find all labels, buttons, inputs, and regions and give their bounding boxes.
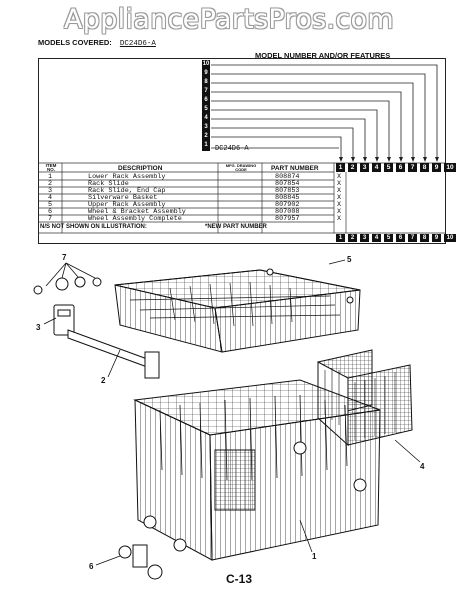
- callout-6: 6: [89, 562, 94, 571]
- column-number-box: 4: [372, 234, 381, 242]
- row-description: Lower Rack Assembly: [88, 173, 166, 181]
- page-label: C-13: [226, 572, 253, 586]
- callout-4: 4: [420, 462, 425, 471]
- model-row-label: DC24D6-A: [215, 145, 249, 153]
- rack-slide-drawing: [33, 276, 160, 379]
- leader-line: [211, 100, 390, 160]
- leader-line: [211, 109, 378, 160]
- row-item: 3: [48, 187, 53, 195]
- header-part-number: PART NUMBER: [271, 165, 319, 172]
- row-description: Upper Rack Assembly: [88, 201, 166, 209]
- row-mark: X: [337, 187, 342, 195]
- parts-list-frame: [38, 58, 446, 244]
- row-item: 7: [48, 215, 53, 223]
- row-item: 5: [48, 201, 53, 209]
- header-item-no: ITEM NO.: [45, 163, 57, 172]
- feature-number: 6: [204, 97, 208, 103]
- feature-number: 10: [202, 61, 210, 67]
- column-number-box: 4: [372, 163, 381, 172]
- leader-line: [211, 64, 438, 160]
- row-item: 6: [48, 208, 53, 216]
- row-item: 1: [48, 173, 53, 181]
- callout-5: 5: [347, 255, 352, 264]
- row-description: Wheel Assembly Complete: [88, 215, 182, 223]
- row-mark: X: [337, 173, 342, 181]
- column-number-box: 2: [348, 163, 357, 172]
- models-covered-label: MODELS COVERED:: [38, 38, 112, 47]
- column-number-box: 8: [420, 163, 429, 172]
- row-part: 807957: [275, 215, 300, 223]
- row-part: 807853: [275, 187, 300, 195]
- upper-rack-drawing: [114, 268, 361, 353]
- feature-number: 1: [204, 142, 208, 148]
- wheel-bracket-drawing: [118, 544, 163, 580]
- row-item: 2: [48, 180, 53, 188]
- row-item: 4: [48, 194, 53, 202]
- column-number-box: 5: [384, 163, 393, 172]
- watermark: AppliancePartsPros.com: [64, 4, 394, 35]
- row-description: Wheel & Bracket Assembly: [88, 208, 186, 216]
- column-number-box: 8: [420, 234, 429, 242]
- column-number-box: 7: [408, 163, 417, 172]
- row-mark: X: [337, 208, 342, 216]
- feature-number: 8: [204, 79, 208, 85]
- new-part-note: *NEW PART NUMBER: [205, 224, 267, 230]
- leader-line: [211, 127, 354, 160]
- header-mfg-code: MFG. DRAWING CODE: [225, 163, 257, 172]
- callout-1: 1: [312, 552, 317, 561]
- column-number-box: 5: [384, 234, 393, 242]
- column-number-box: 6: [396, 234, 405, 242]
- column-number-box: 3: [360, 234, 369, 242]
- feature-number: 2: [204, 133, 208, 139]
- column-number-box: 1: [336, 163, 345, 172]
- column-number-box: 9: [432, 163, 441, 172]
- feature-number: 9: [204, 70, 208, 76]
- feature-number: 3: [204, 124, 208, 130]
- column-number-box: 2: [348, 234, 357, 242]
- lower-rack-drawing: [133, 379, 381, 561]
- column-number-box: 6: [396, 163, 405, 172]
- callout-3: 3: [36, 323, 41, 332]
- callout-7: 7: [62, 253, 67, 262]
- row-part: 807008: [275, 208, 300, 216]
- row-mark: X: [337, 215, 342, 223]
- row-part: 808874: [275, 173, 300, 181]
- row-description: Rack Slide, End Cap: [88, 187, 166, 195]
- row-mark: X: [337, 201, 342, 209]
- row-description: Silverware Basket: [88, 194, 158, 202]
- column-number-box: 9: [432, 234, 441, 242]
- column-number-box: 10: [444, 163, 456, 172]
- column-number-box: 7: [408, 234, 417, 242]
- models-covered: MODELS COVERED: DC24D6-A: [38, 38, 156, 48]
- ns-note: N/S NOT SHOWN ON ILLUSTRATION:: [40, 224, 147, 230]
- feature-number: 7: [204, 88, 208, 94]
- feature-number: 4: [204, 115, 208, 121]
- feature-number-column: 10 9 8 7 6 5 4 3 2 1: [202, 60, 210, 151]
- column-number-box: 3: [360, 163, 369, 172]
- row-mark: X: [337, 194, 342, 202]
- row-part: 807902: [275, 201, 300, 209]
- column-number-box: 10: [444, 234, 456, 242]
- leader-line: [211, 82, 414, 160]
- row-mark: X: [337, 180, 342, 188]
- column-number-box: 1: [336, 234, 345, 242]
- leader-line: [211, 118, 366, 160]
- row-description: Rack Slide: [88, 180, 129, 188]
- header-description: DESCRIPTION: [118, 165, 163, 172]
- row-part: 807854: [275, 180, 300, 188]
- callout-2: 2: [101, 376, 106, 385]
- model-number-features-heading: MODEL NUMBER AND/OR FEATURES: [255, 51, 391, 60]
- leader-line: [211, 136, 342, 160]
- models-covered-value: DC24D6-A: [119, 40, 156, 48]
- row-part: 808845: [275, 194, 300, 202]
- leader-line: [211, 91, 402, 160]
- feature-number: 5: [204, 106, 208, 112]
- leader-line: [211, 73, 426, 160]
